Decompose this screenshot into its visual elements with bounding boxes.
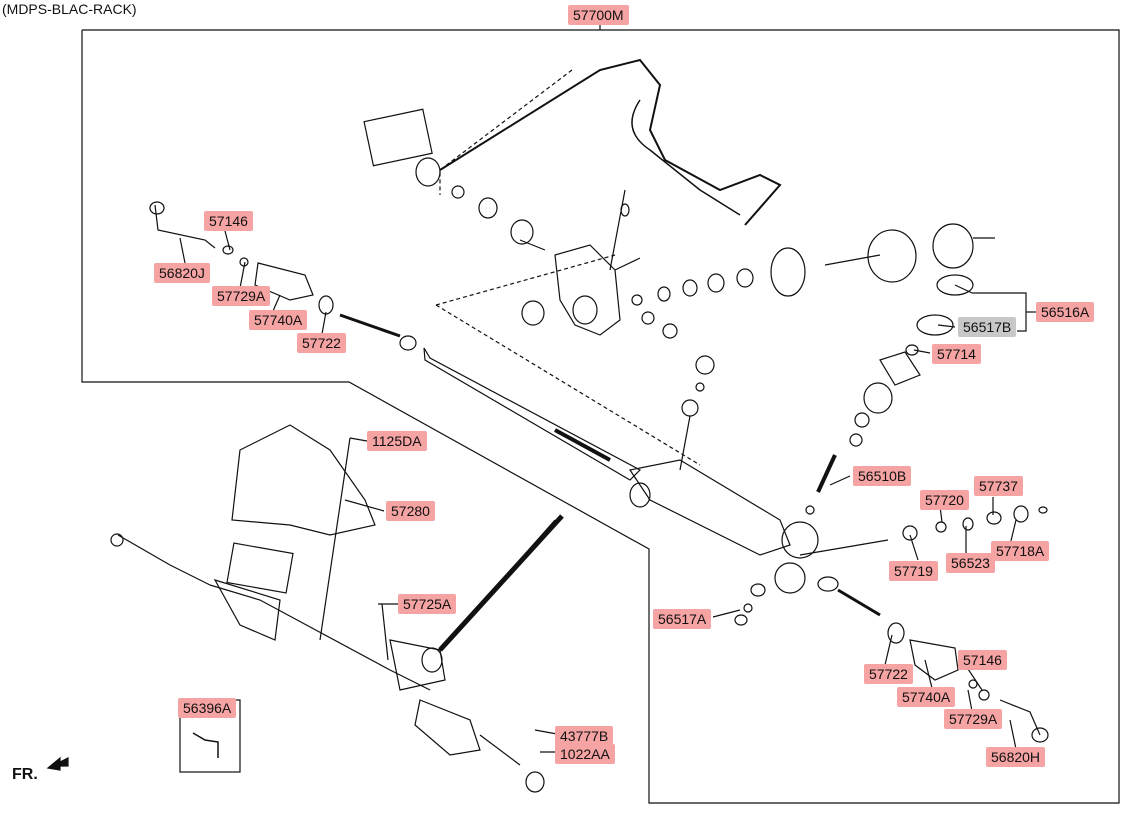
part-label-1125da[interactable]: 1125DA — [367, 431, 427, 451]
part-label-56517b[interactable]: 56517B — [958, 317, 1017, 337]
front-direction-label: FR. — [12, 766, 38, 783]
part-label-57718a[interactable]: 57718A — [991, 541, 1050, 561]
part-label-57280[interactable]: 57280 — [386, 501, 435, 521]
part-label-57740a-right[interactable]: 57740A — [897, 687, 956, 707]
part-label-56523[interactable]: 56523 — [946, 553, 995, 573]
part-label-57729a-left[interactable]: 57729A — [212, 286, 271, 306]
part-label-56517a[interactable]: 56517A — [653, 609, 712, 629]
tie-rod-end-right — [999, 699, 1041, 736]
part-label-57740a-left[interactable]: 57740A — [249, 310, 308, 330]
rack-tube — [423, 347, 641, 481]
part-label-57720[interactable]: 57720 — [920, 490, 969, 510]
part-label-57737[interactable]: 57737 — [974, 476, 1023, 496]
part-label-57700m[interactable]: 57700M — [568, 5, 629, 25]
part-label-1022aa[interactable]: 1022AA — [555, 744, 615, 764]
part-label-57722-left[interactable]: 57722 — [297, 333, 346, 353]
heat-shield — [231, 424, 376, 536]
part-label-57725a[interactable]: 57725A — [398, 594, 457, 614]
part-label-57729a-right[interactable]: 57729A — [944, 709, 1003, 729]
ecu-unit — [363, 108, 433, 167]
worm-gear — [770, 247, 806, 297]
part-label-57146-left[interactable]: 57146 — [204, 211, 253, 231]
tie-rod-end-left — [154, 204, 216, 249]
wiring-harness — [439, 58, 782, 226]
part-label-57719[interactable]: 57719 — [889, 561, 938, 581]
part-label-56396a[interactable]: 56396A — [178, 698, 237, 718]
diagram-title: (MDPS-BLAC-RACK) — [2, 1, 137, 17]
gear-housing — [554, 244, 621, 336]
boot-left — [254, 262, 314, 301]
cover-plate — [932, 223, 974, 269]
part-label-56510b[interactable]: 56510B — [853, 466, 912, 486]
part-label-56820h[interactable]: 56820H — [986, 747, 1046, 767]
assembly-frame — [81, 29, 1120, 804]
part-label-57714[interactable]: 57714 — [932, 344, 981, 364]
part-label-56820j[interactable]: 56820J — [154, 263, 210, 283]
part-label-43777b[interactable]: 43777B — [555, 726, 614, 746]
part-label-56516a[interactable]: 56516A — [1036, 302, 1095, 322]
part-label-57146-right[interactable]: 57146 — [958, 650, 1007, 670]
part-label-57722-right[interactable]: 57722 — [864, 664, 913, 684]
boot-right — [909, 639, 959, 681]
